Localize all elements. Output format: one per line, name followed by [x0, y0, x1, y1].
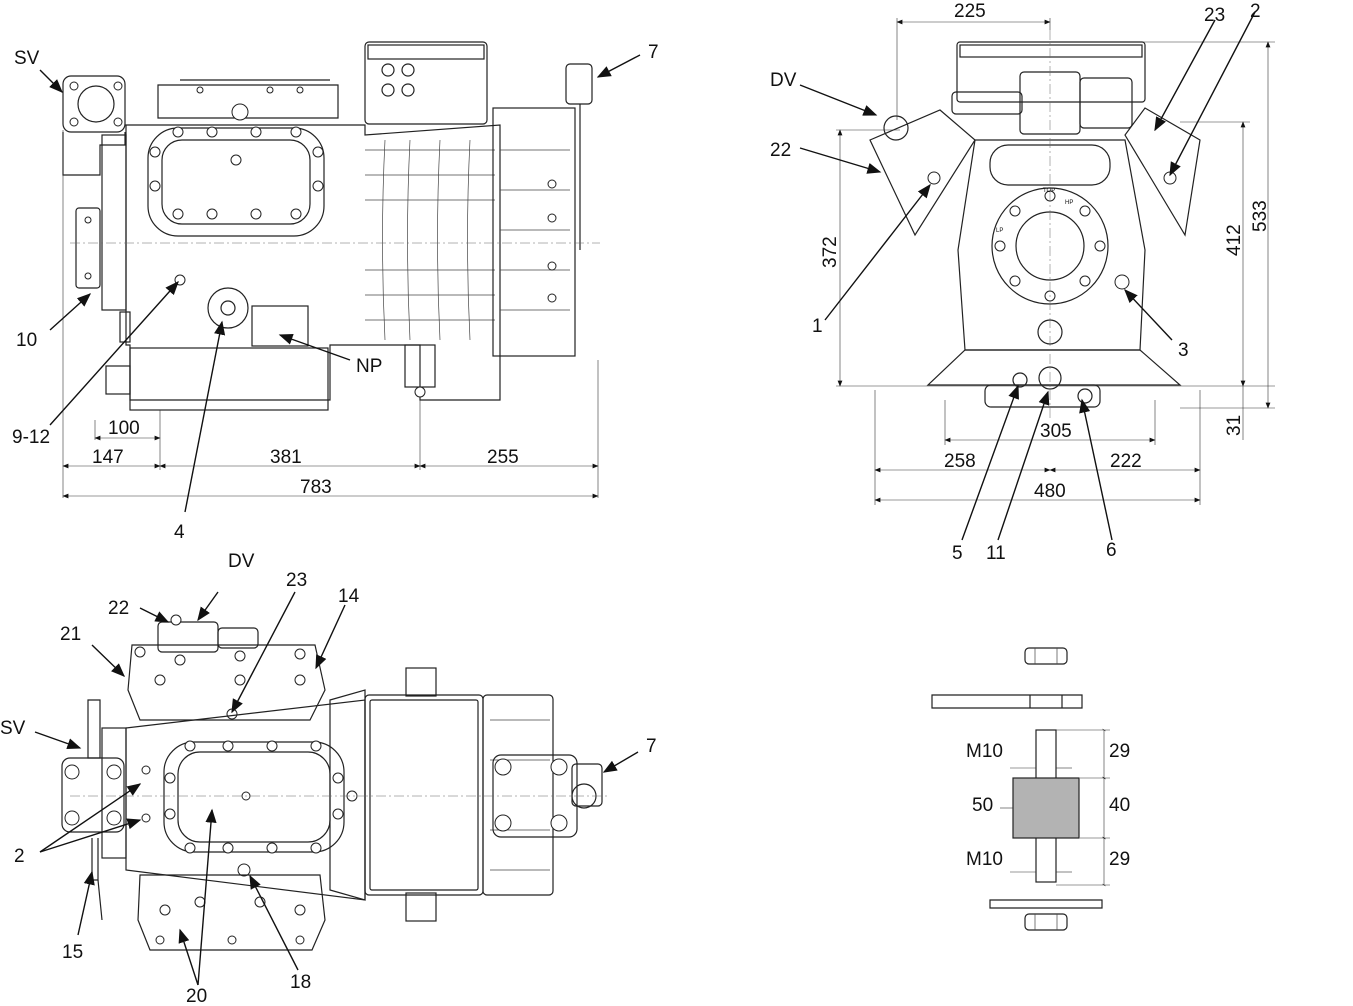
label-4: 4	[174, 522, 185, 543]
top-lower-head-bolts	[155, 896, 306, 945]
dim-147: 147	[92, 447, 124, 468]
label-14: 14	[338, 586, 360, 607]
dim-372: 372	[820, 236, 841, 268]
label-11: 11	[986, 543, 1006, 564]
top-view-leaders	[34, 591, 639, 986]
dim-381: 381	[270, 447, 302, 468]
label-dv-top: DV	[228, 551, 255, 572]
plate-lp-text: LP	[996, 228, 1003, 234]
label-dv-front: DV	[770, 70, 797, 91]
side-view	[62, 41, 600, 411]
label-21: 21	[60, 624, 81, 645]
dim-31: 31	[1224, 415, 1245, 436]
dim-29-bottom: 29	[1109, 849, 1130, 870]
label-15: 15	[62, 942, 83, 963]
dim-m10-top: M10	[966, 741, 1003, 762]
damper-rubber-block	[1012, 777, 1080, 839]
label-7-side: 7	[648, 42, 659, 63]
label-20: 20	[186, 986, 207, 1006]
dim-258: 258	[944, 451, 976, 472]
dim-100: 100	[108, 418, 140, 439]
label-22-front: 22	[770, 140, 791, 161]
plate-hp-text: HP	[1065, 200, 1073, 206]
front-plate-bolts	[994, 190, 1106, 302]
label-np: NP	[356, 356, 382, 377]
label-6: 6	[1106, 540, 1117, 561]
dim-412: 412	[1224, 224, 1245, 256]
dim-m10-bottom: M10	[966, 849, 1003, 870]
label-2-front: 2	[1250, 1, 1261, 22]
label-22-top: 22	[108, 598, 129, 619]
label-5: 5	[952, 543, 963, 564]
front-view-dimensions	[836, 18, 1275, 505]
side-cover-bolts	[149, 126, 324, 220]
dim-50: 50	[972, 795, 993, 816]
dim-255: 255	[487, 447, 519, 468]
dim-533: 533	[1250, 200, 1271, 232]
top-cover-bolts	[141, 740, 344, 854]
dim-783: 783	[300, 477, 332, 498]
label-9-12: 9-12	[12, 427, 50, 448]
dimension-labels: 100 147 381 255 783 225 372 412 533 31 3…	[92, 1, 1271, 870]
label-23-front: 23	[1204, 5, 1225, 26]
side-view-leaders	[39, 54, 641, 513]
label-23-top: 23	[286, 570, 307, 591]
dim-29-top: 29	[1109, 741, 1130, 762]
label-3: 3	[1178, 340, 1189, 361]
dim-40: 40	[1109, 795, 1130, 816]
front-view-leaders	[799, 11, 1256, 541]
part-labels: SV 7 10 9-12 NP 4 DV 22 23 2 1 3 5 11 6 …	[0, 1, 1261, 1006]
damper-detail	[931, 647, 1110, 931]
dim-480: 480	[1034, 481, 1066, 502]
label-sv-top: SV	[0, 718, 26, 739]
dim-222: 222	[1110, 451, 1142, 472]
label-18: 18	[290, 972, 311, 993]
top-view	[61, 614, 610, 951]
dim-305: 305	[1040, 421, 1072, 442]
dim-225: 225	[954, 1, 986, 22]
side-view-dimensions	[62, 130, 599, 499]
top-upper-head-bolts	[134, 646, 306, 720]
label-1: 1	[812, 316, 823, 337]
label-7-top: 7	[646, 736, 657, 757]
label-sv-side: SV	[14, 48, 40, 69]
front-view: TOP HP LP	[869, 30, 1201, 420]
label-2-top: 2	[14, 846, 25, 867]
plate-top-text: TOP	[1043, 188, 1055, 194]
label-10: 10	[16, 330, 37, 351]
